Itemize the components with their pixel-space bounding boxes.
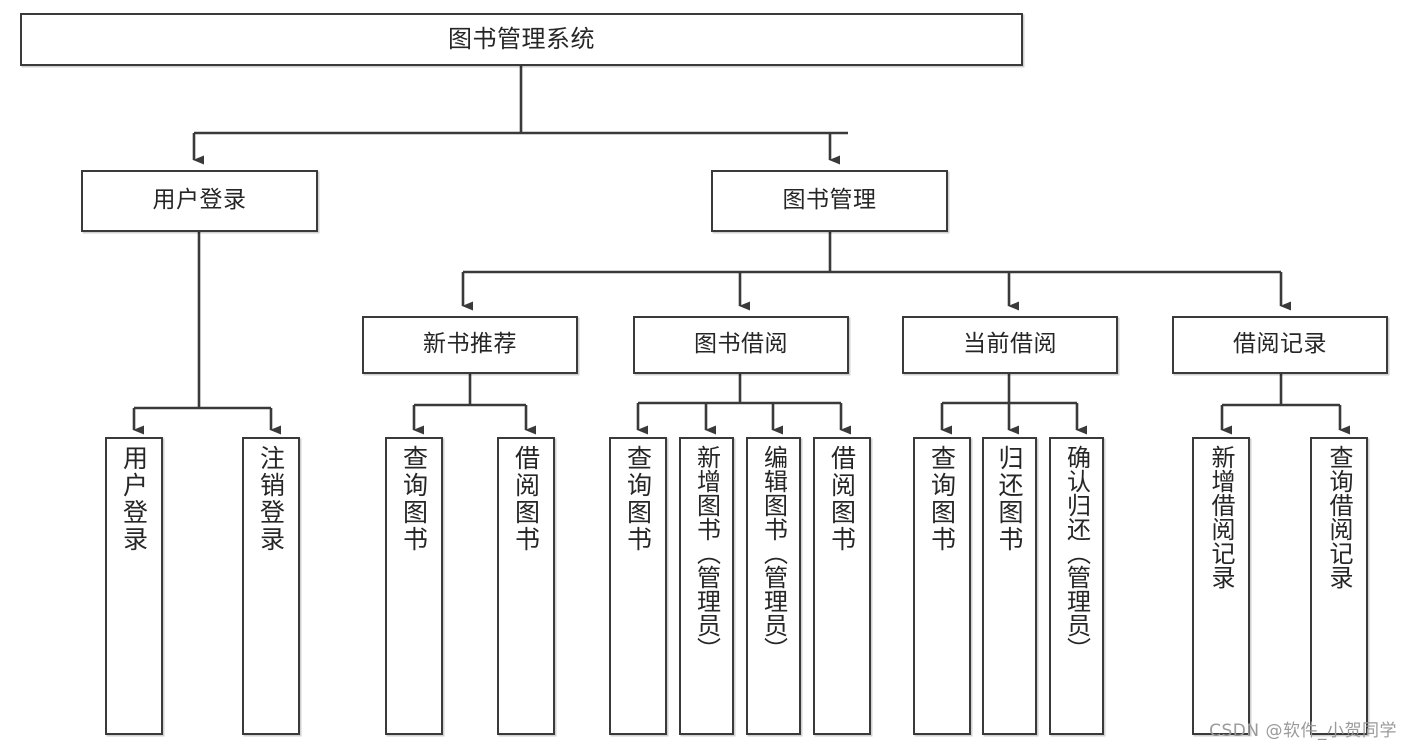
node-label: 当前借阅 (963, 331, 1057, 358)
node-leaf-add-book[interactable]: 新增图书（管理员） (679, 437, 734, 735)
node-leaf-confirm-return[interactable]: 确认归还（管理员） (1049, 437, 1104, 735)
node-label: 查询图书 (623, 445, 653, 553)
node-root-system[interactable]: 图书管理系统 (20, 13, 1023, 66)
node-label: 用户登录 (152, 187, 247, 214)
node-label: 新书推荐 (423, 331, 517, 358)
node-leaf-return-book[interactable]: 归还图书 (982, 437, 1037, 735)
node-label: 借阅图书 (827, 445, 857, 553)
node-leaf-query-book-2[interactable]: 查询图书 (609, 437, 667, 735)
node-borrow-record[interactable]: 借阅记录 (1172, 316, 1388, 374)
node-user-login[interactable]: 用户登录 (81, 170, 318, 232)
node-leaf-add-record[interactable]: 新增借阅记录 (1192, 437, 1250, 735)
node-leaf-query-book-3[interactable]: 查询图书 (913, 437, 971, 735)
node-label: 编辑图书（管理员） (759, 445, 788, 661)
node-label: 借阅记录 (1233, 331, 1327, 358)
node-label: 借阅图书 (511, 445, 541, 553)
node-leaf-borrow-book-1[interactable]: 借阅图书 (497, 437, 555, 735)
node-leaf-borrow-book-2[interactable]: 借阅图书 (813, 437, 871, 735)
node-label: 注销登录 (256, 445, 286, 553)
node-book-borrow[interactable]: 图书借阅 (633, 316, 849, 374)
node-leaf-user-login[interactable]: 用户登录 (105, 437, 163, 735)
node-label: 新增借阅记录 (1207, 445, 1235, 589)
node-leaf-query-book-1[interactable]: 查询图书 (385, 437, 443, 735)
node-leaf-logout-login[interactable]: 注销登录 (242, 437, 300, 735)
node-label: 查询图书 (399, 445, 429, 553)
node-label: 图书借阅 (694, 331, 788, 358)
node-label: 新增图书（管理员） (692, 445, 721, 661)
node-new-book-recommend[interactable]: 新书推荐 (362, 316, 578, 374)
node-book-management[interactable]: 图书管理 (711, 170, 948, 232)
node-label: 查询图书 (927, 445, 957, 553)
node-current-borrow[interactable]: 当前借阅 (902, 316, 1118, 374)
node-leaf-edit-book[interactable]: 编辑图书（管理员） (746, 437, 801, 735)
node-label: 图书管理系统 (448, 25, 595, 54)
node-label: 归还图书 (995, 445, 1024, 553)
node-label: 查询借阅记录 (1325, 445, 1353, 589)
node-label: 图书管理 (782, 187, 877, 214)
node-label: 确认归还（管理员） (1062, 445, 1091, 661)
csdn-watermark: CSDN @软件_小贺同学 (1209, 721, 1397, 741)
node-label: 用户登录 (119, 445, 149, 553)
node-leaf-query-record[interactable]: 查询借阅记录 (1310, 437, 1368, 735)
